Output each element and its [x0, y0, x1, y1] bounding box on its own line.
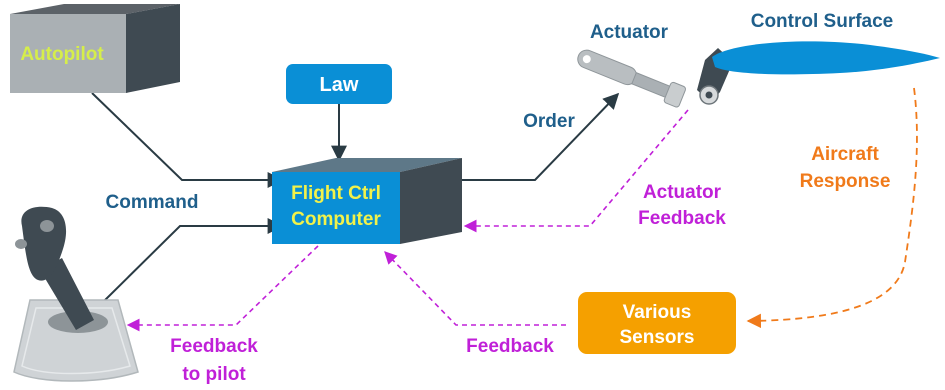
law-box: Law — [286, 64, 392, 104]
autopilot-to-computer-arrow — [91, 92, 284, 188]
feedback-to-pilot-label-line1: Feedback — [170, 336, 258, 357]
joystick-icon — [13, 206, 139, 382]
various-sensors-box: Various Sensors — [578, 292, 736, 354]
computer-label-line2: Computer — [291, 209, 381, 230]
aircraft-response-label-line1: Aircraft — [811, 144, 879, 165]
computer-to-actuator-arrow — [462, 92, 620, 181]
order-label: Order — [523, 111, 575, 132]
actuator-feedback-label-line2: Feedback — [638, 208, 726, 229]
actuator-feedback-arrow — [463, 109, 689, 233]
actuator-label: Actuator — [590, 22, 669, 43]
sensors-label-line2: Sensors — [620, 327, 695, 348]
feedback-label: Feedback — [466, 336, 554, 357]
control-surface-label: Control Surface — [751, 11, 894, 32]
sensors-feedback-arrow — [384, 251, 566, 326]
law-label: Law — [320, 74, 359, 96]
computer-label-line1: Flight Ctrl — [291, 183, 381, 204]
command-label: Command — [106, 192, 199, 213]
actuator-feedback-label-line1: Actuator — [643, 182, 722, 203]
pilot-feedback-arrow — [126, 245, 319, 332]
aircraft-response-label-line2: Response — [800, 171, 891, 192]
flight-control-computer-box: Flight Ctrl Computer — [272, 158, 462, 244]
stick-to-computer-arrow — [99, 218, 284, 306]
autopilot-box: Autopilot — [10, 4, 180, 93]
feedback-to-pilot-label-line2: to pilot — [182, 364, 246, 385]
aircraft-response-arrow — [746, 87, 918, 329]
sensors-label-line1: Various — [623, 302, 692, 323]
autopilot-label: Autopilot — [20, 44, 104, 65]
actuator-icon — [577, 48, 733, 108]
control-surface-wing — [712, 41, 940, 75]
